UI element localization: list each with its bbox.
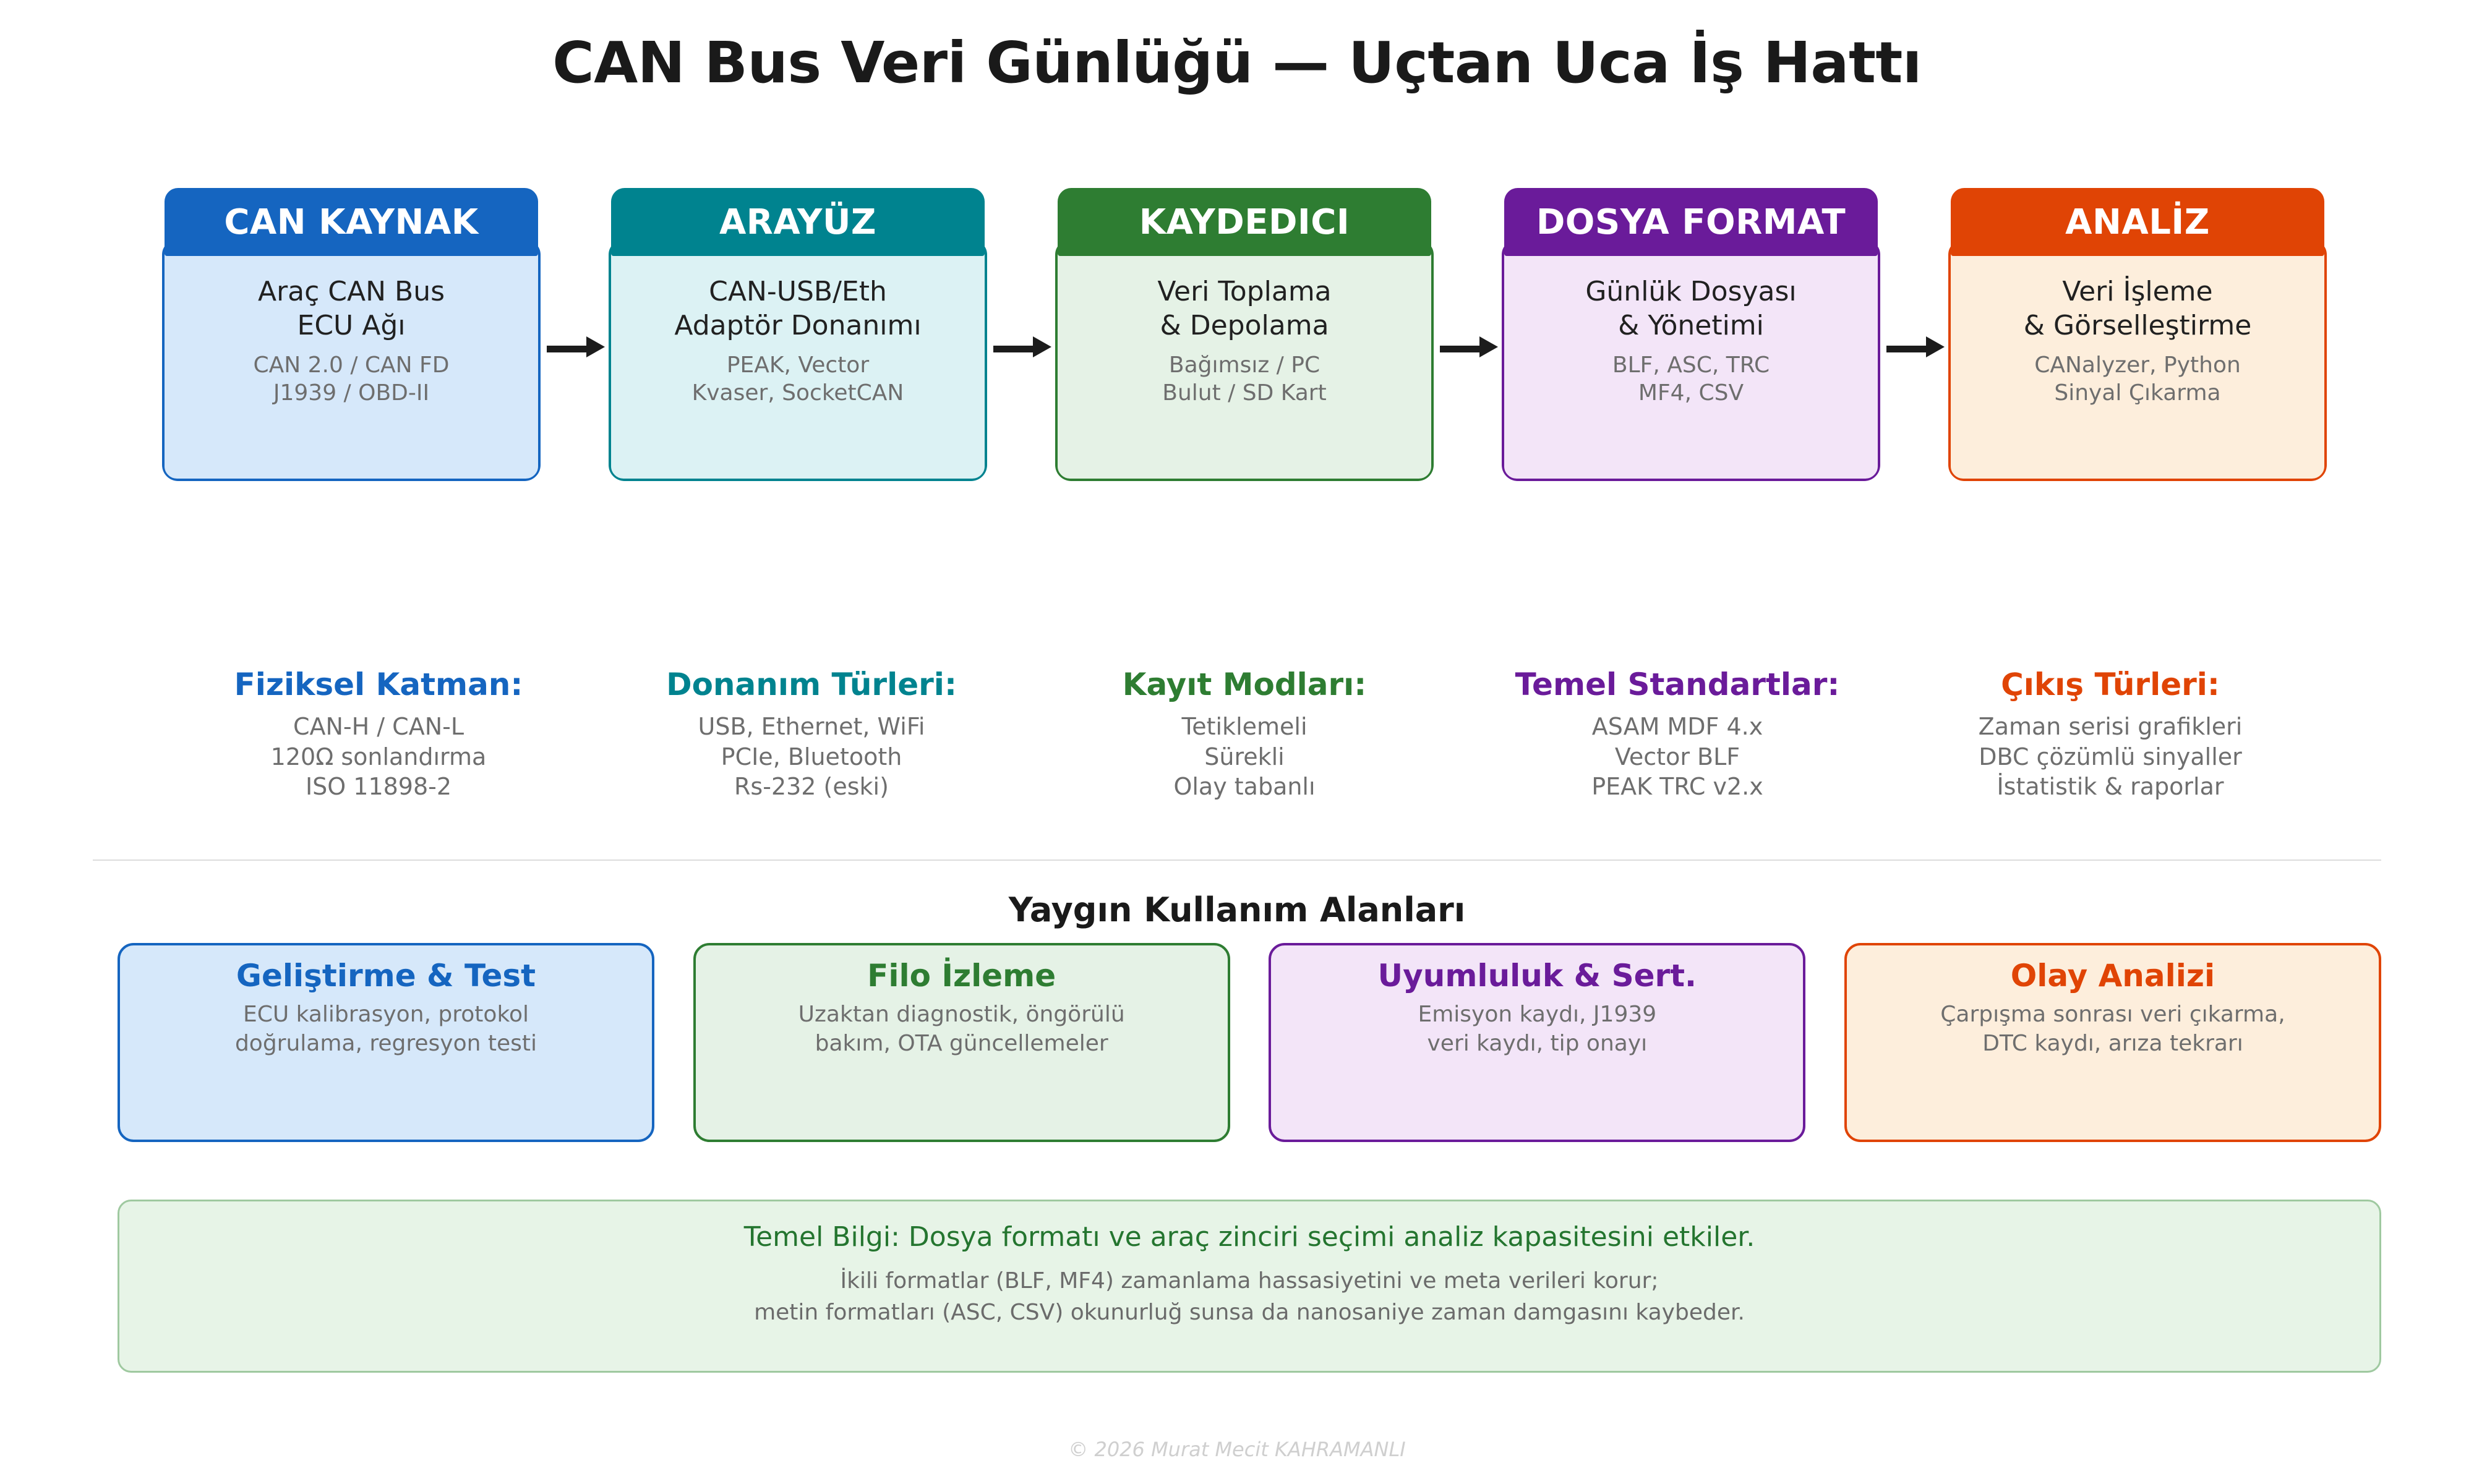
stage-header-2: ARAYÜZ	[611, 188, 985, 256]
pipeline-stage-1: CAN KAYNAK Araç CAN Bus ECU Ağı CAN 2.0 …	[162, 186, 541, 481]
usecase-desc-3: Emisyon kaydı, J1939 veri kaydı, tip ona…	[1418, 1002, 1657, 1056]
stage-body-4: Günlük Dosyası & Yönetimi BLF, ASC, TRC …	[1502, 240, 1880, 481]
usecases-row: Geliştirme & Test ECU kalibrasyon, proto…	[118, 943, 2381, 1142]
detail-heading-5: Çıkış Türleri:	[2001, 667, 2220, 702]
detail-heading-3: Kayıt Modları:	[1122, 667, 1367, 702]
detail-column-output-types: Çıkış Türleri: Zaman serisi grafikleri D…	[1894, 668, 2327, 802]
stage-main-text-2: CAN-USB/Eth Adaptör Donanımı	[674, 276, 922, 342]
detail-lines-4: ASAM MDF 4.x Vector BLF PEAK TRC v2.x	[1591, 713, 1763, 801]
page-title: CAN Bus Veri Günlüğü — Uçtan Uca İş Hatt…	[552, 30, 1922, 96]
arrow-icon-3	[1434, 336, 1502, 357]
detail-columns-row: Fiziksel Katman: CAN-H / CAN-L 120Ω sonl…	[162, 668, 2327, 802]
stage-body-3: Veri Toplama & Depolama Bağımsız / PC Bu…	[1055, 240, 1434, 481]
detail-heading-4: Temel Standartlar:	[1515, 667, 1840, 702]
stage-body-2: CAN-USB/Eth Adaptör Donanımı PEAK, Vecto…	[609, 240, 987, 481]
stage-main-text-3: Veri Toplama & Depolama	[1157, 276, 1332, 342]
usecase-card-development-test: Geliştirme & Test ECU kalibrasyon, proto…	[118, 943, 654, 1142]
stage-main-text-5: Veri İşleme & Görselleştirme	[2023, 276, 2252, 342]
stage-header-1: CAN KAYNAK	[165, 188, 538, 256]
pipeline-stage-2: ARAYÜZ CAN-USB/Eth Adaptör Donanımı PEAK…	[609, 186, 987, 481]
detail-column-physical-layer: Fiziksel Katman: CAN-H / CAN-L 120Ω sonl…	[162, 668, 595, 802]
usecases-section-title: Yaygın Kullanım Alanları	[1008, 890, 1466, 929]
detail-column-standards: Temel Standartlar: ASAM MDF 4.x Vector B…	[1461, 668, 1894, 802]
stage-header-5: ANALİZ	[1951, 188, 2324, 256]
usecase-card-incident-analysis: Olay Analizi Çarpışma sonrası veri çıkar…	[1844, 943, 2381, 1142]
detail-heading-2: Donanım Türleri:	[666, 667, 957, 702]
key-info-headline: Temel Bilgi: Dosya formatı ve araç zinci…	[743, 1221, 1755, 1253]
key-info-box: Temel Bilgi: Dosya formatı ve araç zinci…	[118, 1200, 2381, 1373]
stage-sub-text-3: Bağımsız / PC Bulut / SD Kart	[1162, 352, 1327, 406]
usecase-title-2: Filo İzleme	[867, 958, 1056, 994]
stage-header-4: DOSYA FORMAT	[1504, 188, 1878, 256]
usecase-card-compliance: Uyumluluk & Sert. Emisyon kaydı, J1939 v…	[1269, 943, 1806, 1142]
detail-lines-1: CAN-H / CAN-L 120Ω sonlandırma ISO 11898…	[270, 713, 487, 801]
usecase-desc-1: ECU kalibrasyon, protokol doğrulama, reg…	[234, 1002, 537, 1056]
stage-main-text-4: Günlük Dosyası & Yönetimi	[1585, 276, 1797, 342]
usecase-card-fleet-monitoring: Filo İzleme Uzaktan diagnostik, öngörülü…	[693, 943, 1230, 1142]
stage-header-3: KAYDEDICI	[1058, 188, 1431, 256]
usecase-desc-2: Uzaktan diagnostik, öngörülü bakım, OTA …	[798, 1002, 1125, 1056]
detail-lines-3: Tetiklemeli Sürekli Olay tabanlı	[1173, 713, 1316, 801]
detail-column-logging-modes: Kayıt Modları: Tetiklemeli Sürekli Olay …	[1028, 668, 1461, 802]
stage-sub-text-5: CANalyzer, Python Sinyal Çıkarma	[2034, 352, 2241, 406]
detail-lines-5: Zaman serisi grafikleri DBC çözümlü siny…	[1978, 713, 2243, 801]
usecase-title-4: Olay Analizi	[2010, 958, 2215, 994]
arrow-icon-2	[987, 336, 1055, 357]
key-info-detail: İkili formatlar (BLF, MF4) zamanlama has…	[754, 1268, 1745, 1325]
stage-body-1: Araç CAN Bus ECU Ağı CAN 2.0 / CAN FD J1…	[162, 240, 541, 481]
usecase-title-1: Geliştirme & Test	[236, 958, 536, 994]
usecase-title-3: Uyumluluk & Sert.	[1377, 958, 1697, 994]
stage-sub-text-4: BLF, ASC, TRC MF4, CSV	[1612, 352, 1770, 406]
section-divider	[93, 859, 2381, 861]
stage-body-5: Veri İşleme & Görselleştirme CANalyzer, …	[1948, 240, 2327, 481]
stage-sub-text-1: CAN 2.0 / CAN FD J1939 / OBD-II	[253, 352, 450, 406]
footer-copyright: © 2026 Murat Mecit KAHRAMANLI	[1068, 1438, 1406, 1461]
pipeline-stage-4: DOSYA FORMAT Günlük Dosyası & Yönetimi B…	[1502, 186, 1880, 481]
stage-main-text-1: Araç CAN Bus ECU Ağı	[257, 276, 445, 342]
detail-heading-1: Fiziksel Katman:	[234, 667, 523, 702]
arrow-icon-1	[541, 336, 609, 357]
pipeline-row: CAN KAYNAK Araç CAN Bus ECU Ağı CAN 2.0 …	[162, 186, 2327, 522]
arrow-icon-4	[1880, 336, 1948, 357]
detail-column-hardware-types: Donanım Türleri: USB, Ethernet, WiFi PCI…	[595, 668, 1028, 802]
usecase-desc-4: Çarpışma sonrası veri çıkarma, DTC kaydı…	[1940, 1002, 2285, 1056]
pipeline-stage-5: ANALİZ Veri İşleme & Görselleştirme CANa…	[1948, 186, 2327, 481]
pipeline-stage-3: KAYDEDICI Veri Toplama & Depolama Bağıms…	[1055, 186, 1434, 481]
stage-sub-text-2: PEAK, Vector Kvaser, SocketCAN	[691, 352, 904, 406]
detail-lines-2: USB, Ethernet, WiFi PCIe, Bluetooth Rs-2…	[698, 713, 925, 801]
